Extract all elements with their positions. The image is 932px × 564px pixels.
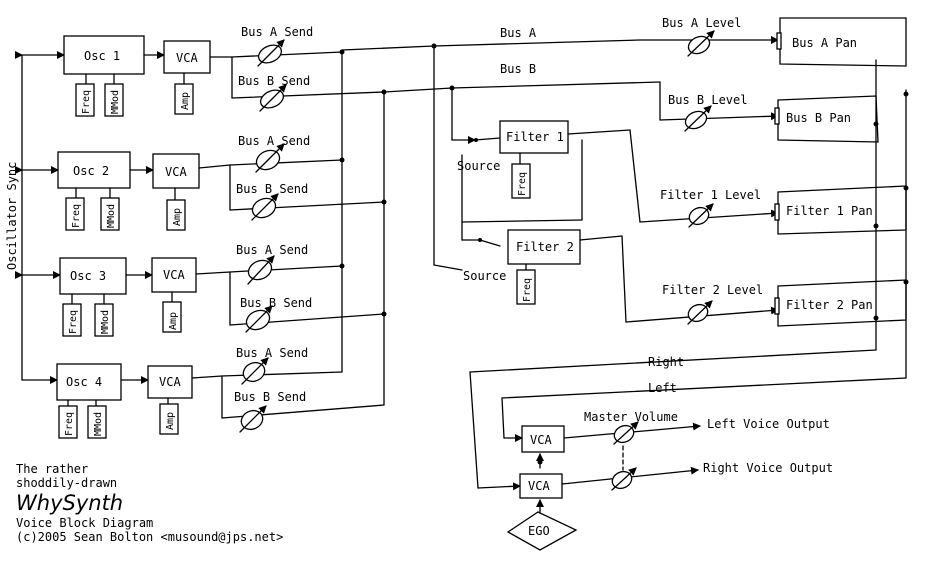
oscillator-sync-label: Oscillator Sync (5, 162, 19, 270)
bus-b-line: Bus B Bus B Level (383, 62, 779, 132)
vca-label: VCA (176, 51, 198, 65)
ego-label: EGO (528, 524, 550, 538)
caption-title: WhySynth (16, 491, 124, 515)
vca-label: VCA (159, 375, 181, 389)
right-label: Right (648, 355, 684, 369)
filter-1-label: Filter 1 (506, 130, 564, 144)
svg-text:Amp: Amp (168, 312, 179, 330)
svg-text:MMod: MMod (110, 90, 121, 114)
svg-text:MMod: MMod (100, 310, 111, 334)
vca-label: VCA (528, 479, 550, 493)
diagram-caption: The rather shoddily-drawn WhySynth Voice… (16, 462, 283, 544)
osc-3-label: Osc 3 (70, 269, 106, 283)
source-label: Source (463, 269, 506, 283)
bus-b-send-label: Bus B Send (238, 74, 310, 88)
bus-b-send-label: Bus B Send (236, 182, 308, 196)
left-label: Left (648, 381, 677, 395)
source-label: Source (457, 159, 500, 173)
send-collector-buses (339, 49, 387, 406)
bus-b-label: Bus B (500, 62, 536, 76)
bus-a-send-label: Bus A Send (241, 25, 313, 39)
oscillator-sync-bus: Oscillator Sync (5, 51, 65, 384)
svg-text:Freq: Freq (522, 278, 533, 302)
caption-line-2: shoddily-drawn (16, 476, 118, 490)
bus-a-send-label: Bus A Send (238, 134, 310, 148)
master-volume-label: Master Volume (584, 410, 678, 424)
svg-text:Freq: Freq (81, 90, 92, 114)
svg-text:Amp: Amp (165, 412, 176, 430)
osc-4-modulators: Freq MMod Amp (58, 397, 179, 439)
svg-text:MMod: MMod (93, 412, 104, 436)
filter-source-routing: Source Source (433, 45, 506, 283)
osc-1-label: Osc 1 (84, 49, 120, 63)
bus-a-send-label: Bus A Send (236, 346, 308, 360)
osc-3-modulators: Freq MMod Amp (62, 291, 182, 337)
output-stage: VCA VCA Master Volume Left Voice Output … (506, 410, 833, 551)
svg-text:Freq: Freq (71, 204, 82, 228)
filter-2-level-label: Filter 2 Level (662, 283, 763, 297)
filter-1: Filter 1 Freq Filter 1 Level (499, 120, 779, 228)
vca-label: VCA (163, 268, 185, 282)
svg-text:Freq: Freq (64, 412, 75, 436)
osc-row-1: Osc 1 VCA Bus A Send Bus B Send Freq MMo… (63, 25, 385, 117)
bus-a-level-label: Bus A Level (662, 16, 741, 30)
filter-2-label: Filter 2 (516, 240, 574, 254)
bus-a-line: Bus A Bus A Level (341, 16, 779, 57)
stereo-summing: Right Left (469, 59, 909, 491)
osc-1-modulators: Freq MMod Amp (75, 72, 194, 117)
caption-line-3: Voice Block Diagram (16, 516, 154, 530)
osc-4-label: Osc 4 (66, 375, 102, 389)
bus-b-send-label: Bus B Send (240, 296, 312, 310)
svg-text:Freq: Freq (68, 310, 79, 334)
bus-a-label: Bus A (500, 26, 537, 40)
left-voice-output-label: Left Voice Output (707, 417, 830, 431)
osc-row-2: Osc 2 VCA Bus A Send Bus B Send Freq MMo… (57, 134, 385, 231)
osc-row-3: Osc 3 VCA Bus A Send Bus B Send Freq MMo… (59, 243, 385, 337)
filter-1-level-label: Filter 1 Level (660, 188, 761, 202)
svg-text:Freq: Freq (517, 172, 528, 196)
vca-label: VCA (530, 433, 552, 447)
bus-b-pan-label: Bus B Pan (786, 111, 851, 125)
bus-b-level-label: Bus B Level (668, 93, 747, 107)
caption-line-1: The rather (16, 462, 89, 476)
bus-a-pan-label: Bus A Pan (792, 36, 857, 50)
pan-blocks: Bus A Pan Bus B Pan Filter 1 Pan Filter … (774, 17, 907, 327)
osc-2-modulators: Freq MMod Amp (65, 187, 186, 231)
osc-row-4: Osc 4 VCA Bus A Send Bus B Send Freq MMo… (56, 346, 385, 439)
filter-1-to-filter-2-source (461, 139, 583, 223)
filter-2: Filter 2 Freq Filter 2 Level (507, 229, 779, 325)
filter-1-pan-label: Filter 1 Pan (786, 204, 873, 218)
svg-text:Amp: Amp (172, 208, 183, 226)
vca-label: VCA (165, 165, 187, 179)
osc-2-label: Osc 2 (73, 164, 109, 178)
svg-text:Amp: Amp (180, 92, 191, 110)
filter-2-pan-label: Filter 2 Pan (786, 298, 873, 312)
svg-text:MMod: MMod (106, 204, 117, 228)
right-voice-output-label: Right Voice Output (703, 461, 833, 475)
bus-a-send-label: Bus A Send (236, 243, 308, 257)
caption-line-4: (c)2005 Sean Bolton <musound@jps.net> (16, 530, 284, 544)
bus-b-send-label: Bus B Send (234, 390, 306, 404)
